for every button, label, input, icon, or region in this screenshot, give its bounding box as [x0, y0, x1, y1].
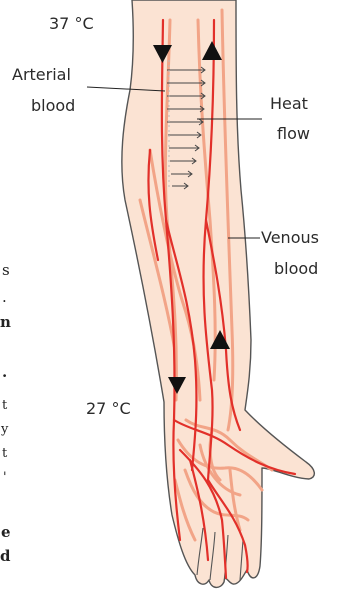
temperature-top-label: 37 °C [49, 13, 94, 35]
heat-flow-label-line2: flow [277, 123, 310, 145]
cropped-text-t-1: t [2, 394, 7, 418]
cropped-text-period-1: . [2, 285, 7, 309]
cropped-text-apostrophe: ' [3, 466, 7, 490]
temperature-bottom-label: 27 °C [86, 398, 131, 420]
arterial-blood-label-line1: Arterial [12, 64, 71, 86]
cropped-text-period-2: . [2, 360, 7, 384]
cropped-text-n: n [0, 310, 11, 334]
cropped-text-d: d [0, 544, 11, 568]
heat-flow-label-line1: Heat [270, 93, 308, 115]
cropped-text-s: s [2, 258, 10, 282]
venous-blood-label-line2: blood [274, 258, 318, 280]
cropped-text-t-2: t [2, 442, 7, 466]
arterial-blood-label-line2: blood [31, 95, 75, 117]
cropped-text-e: e [1, 520, 11, 544]
venous-blood-label-line1: Venous [261, 227, 319, 249]
arm-silhouette [122, 0, 314, 587]
cropped-text-y: y [1, 418, 8, 442]
